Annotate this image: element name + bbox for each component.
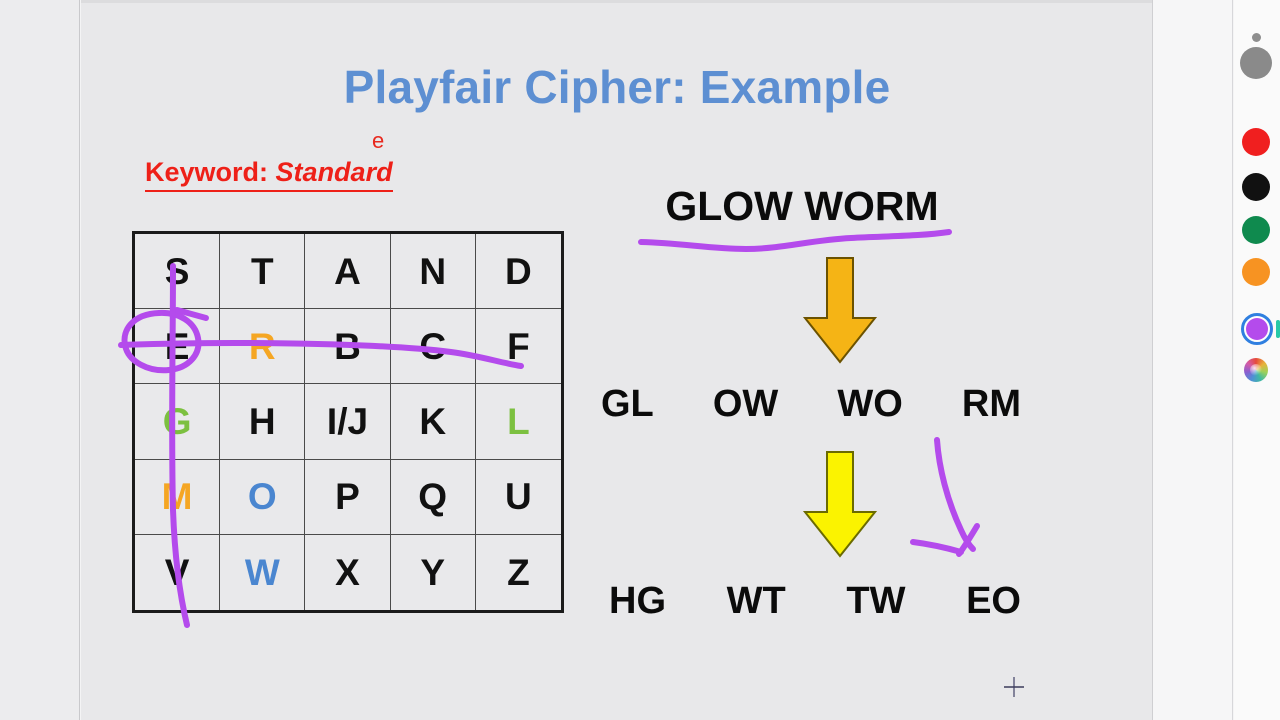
grid-cell-r2c1: E <box>135 309 221 385</box>
yellow-down-arrow <box>795 450 885 565</box>
grid-cell-r1c1: S <box>135 234 221 310</box>
grid-cell-r5c5: Z <box>507 551 530 593</box>
grid-cell-r4c3: P <box>305 459 391 535</box>
grid-cell-r4c2: O <box>220 459 306 535</box>
page-title: Playfair Cipher: Example <box>343 61 891 113</box>
grid-cell-r3c5: L <box>475 384 561 460</box>
crosshair-cursor <box>1004 677 1024 697</box>
grid-cell-r4c5: U <box>475 460 561 535</box>
grid-cell-r5c1: V <box>135 534 221 610</box>
color-swatch-black[interactable] <box>1242 173 1270 201</box>
plaintext-label: GLOW WORM <box>665 183 939 229</box>
left-margin-panel <box>0 0 80 720</box>
digraph-2: OW <box>712 383 779 425</box>
grid-cell-r5c3: X <box>305 534 391 610</box>
color-wheel-picker-icon[interactable] <box>1244 358 1268 382</box>
grid-cell-r1c4: N <box>390 234 476 310</box>
keyword-label: Keyword: <box>145 157 269 187</box>
digraph-4: RM <box>961 383 1021 425</box>
grid-cell-r4c4: Q <box>390 459 476 535</box>
cipher-pair-1: HG <box>609 580 666 622</box>
cipher-pair-3: TW <box>846 580 906 622</box>
grid-cell-r1c5: D <box>475 234 561 310</box>
pen-toolbar[interactable] <box>1234 0 1280 720</box>
grid-cell-r5c2: W <box>220 534 306 610</box>
grid-cell-r3c2: H <box>220 384 306 460</box>
grid-cell-r3c1: G <box>135 384 221 460</box>
grid-cell-r1c3: A <box>305 234 391 310</box>
stray-ink-letter: e <box>372 128 385 153</box>
keyword-value: Standard <box>275 157 393 187</box>
grid-cell-r3c3: I/J <box>305 384 391 460</box>
secondary-color-sliver[interactable] <box>1276 320 1280 338</box>
keyword-line: Keyword: Standard <box>145 157 393 192</box>
digraph-3: WO <box>837 383 903 425</box>
ciphertext-row: HG WT TW EO <box>609 580 1021 623</box>
color-swatch-red[interactable] <box>1242 128 1270 156</box>
pen-thick-size-button[interactable] <box>1240 47 1272 79</box>
digraph-row: GL OW WO RM <box>601 383 1021 426</box>
grid-cell-r2c3: B <box>305 309 391 385</box>
color-swatch-orange[interactable] <box>1242 258 1270 286</box>
swatch-fill <box>1246 318 1268 340</box>
grid-cell-r5c4: Y <box>391 534 476 610</box>
slide-content: Playfair Cipher: Example e Keyword: Stan… <box>81 0 1153 720</box>
color-swatch-green[interactable] <box>1242 216 1270 244</box>
pen-thin-size-button[interactable] <box>1252 33 1261 42</box>
cipher-pair-4: EO <box>966 580 1021 622</box>
grid-cell-r4c1: M <box>135 459 221 535</box>
orange-down-arrow <box>795 256 885 371</box>
digraph-1: GL <box>601 383 654 425</box>
grid-cell-r2c2: R <box>220 309 306 385</box>
grid-cell-r2c4: C <box>390 309 476 385</box>
grid-cell-r3c4: K <box>390 384 476 460</box>
color-swatch-purple-selected[interactable] <box>1241 313 1273 345</box>
whiteboard-canvas[interactable]: Playfair Cipher: Example e Keyword: Stan… <box>81 0 1153 720</box>
cipher-pair-2: WT <box>726 580 786 622</box>
right-margin-panel <box>1153 0 1233 720</box>
grid-cell-r2c5: F <box>475 309 561 385</box>
grid-cell-r1c2: T <box>220 234 306 310</box>
